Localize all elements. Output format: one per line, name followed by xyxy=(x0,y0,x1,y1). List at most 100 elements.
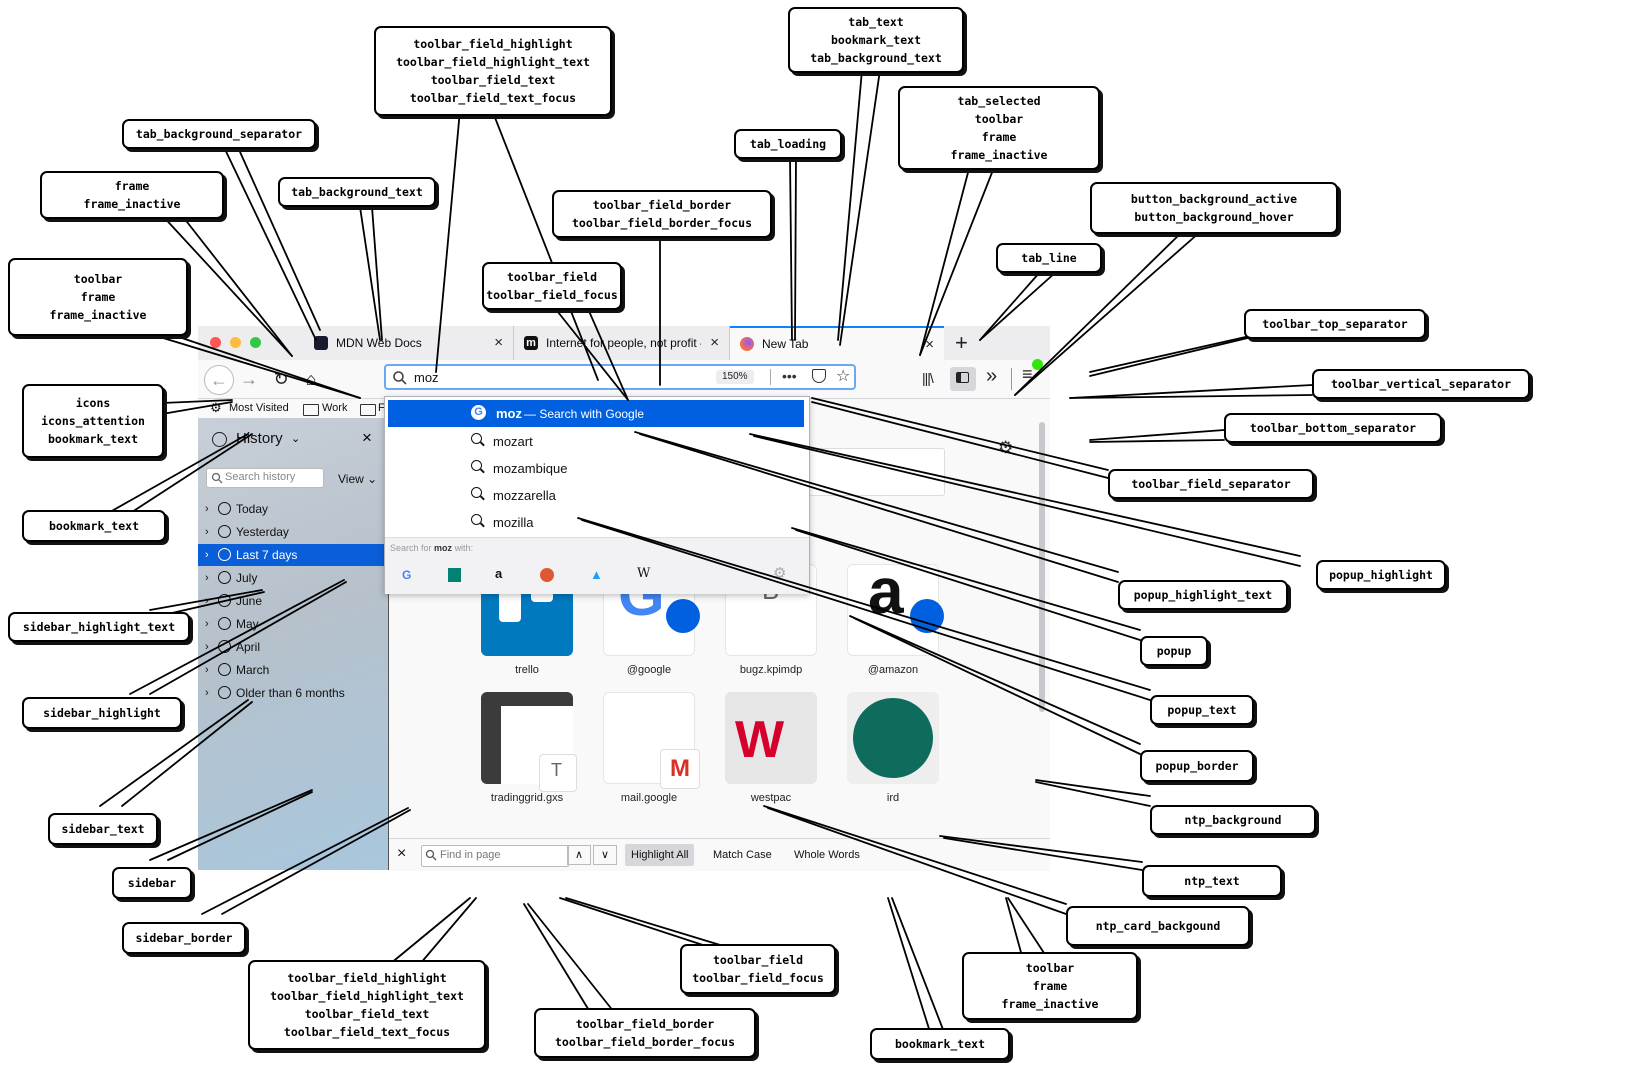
sidebar-toggle-button[interactable] xyxy=(950,367,976,391)
sidebar-title[interactable]: History xyxy=(236,430,283,447)
history-item-older[interactable]: ›Older than 6 months xyxy=(198,682,388,704)
wikipedia-engine-icon[interactable]: W xyxy=(637,566,651,581)
popup-row-highlighted[interactable]: G moz — Search with Google xyxy=(388,400,804,427)
folder-icon xyxy=(360,404,376,416)
bookmark-f[interactable]: F xyxy=(378,402,385,414)
history-item-last-7-days[interactable]: ›Last 7 days xyxy=(198,544,388,566)
chevron-right-icon: › xyxy=(205,572,209,584)
history-item-label: July xyxy=(236,571,258,585)
callout-label: toolbar_field xyxy=(506,270,597,284)
close-icon[interactable]: × xyxy=(494,334,503,351)
close-icon[interactable]: × xyxy=(710,334,719,351)
overflow-chevron-icon[interactable]: » xyxy=(986,365,998,387)
tile-mail-google[interactable]: M xyxy=(603,692,700,789)
history-item-march[interactable]: › March xyxy=(198,659,388,681)
callout-tab-loading: tab_loading xyxy=(734,129,842,159)
history-item-june[interactable]: ›June xyxy=(198,590,388,612)
find-previous-button[interactable]: ∧ xyxy=(567,845,591,865)
tab-new-tab[interactable]: New Tab × xyxy=(730,326,944,360)
callout-label: sidebar_highlight_text xyxy=(22,620,176,634)
search-history-input[interactable]: Search history xyxy=(206,468,324,488)
bing-engine-icon[interactable] xyxy=(448,568,461,582)
url-input-value[interactable]: moz xyxy=(414,370,439,385)
url-bar[interactable]: moz 150% ••• ☆ xyxy=(384,364,856,390)
window-close-button[interactable] xyxy=(210,337,221,348)
callout-label: popup_highlight xyxy=(1329,568,1433,582)
tile-label: @amazon xyxy=(867,664,919,676)
search-for-query: moz xyxy=(434,543,453,553)
history-item-yesterday[interactable]: ›Yesterday xyxy=(198,521,388,543)
chevron-right-icon: › xyxy=(205,549,209,561)
close-icon[interactable]: × xyxy=(925,336,934,353)
sidebar-close-button[interactable]: × xyxy=(362,428,372,447)
history-item-july[interactable]: › July xyxy=(198,567,388,589)
callout-label: popup_highlight_text xyxy=(1133,588,1273,602)
callout-label: bookmark_text xyxy=(47,432,138,446)
history-item-label: Older than 6 months xyxy=(236,686,345,700)
view-menu-button[interactable]: View ⌄ xyxy=(338,472,378,486)
match-case-button[interactable]: Match Case xyxy=(713,849,772,861)
callout-label: frame_inactive xyxy=(83,197,181,211)
callout-label: frame xyxy=(1032,979,1068,993)
history-item-today[interactable]: ›Today xyxy=(198,498,388,520)
search-settings-gear-icon[interactable]: ⚙ xyxy=(773,565,787,582)
callout-popup-highlight: popup_highlight xyxy=(1316,560,1446,590)
bookmark-work[interactable]: Work xyxy=(322,402,348,414)
history-item-label: March xyxy=(236,663,270,677)
history-sidebar: History ⌄ × Search history View ⌄ ›Today… xyxy=(198,418,389,870)
back-button[interactable]: ← xyxy=(204,365,234,395)
home-icon[interactable]: ⌂ xyxy=(305,368,317,389)
find-next-button[interactable]: ∨ xyxy=(593,845,617,865)
popup-row[interactable]: mozilla xyxy=(385,509,809,536)
callout-label: frame_inactive xyxy=(950,148,1048,162)
page-actions-icon[interactable]: ••• xyxy=(782,368,797,384)
update-badge-icon xyxy=(1032,359,1043,370)
amazon-engine-icon[interactable]: a xyxy=(495,566,503,581)
bookmark-star-icon[interactable]: ☆ xyxy=(836,368,851,385)
window-minimize-button[interactable] xyxy=(230,337,241,348)
google-engine-icon[interactable]: G xyxy=(402,568,412,582)
duckduckgo-engine-icon[interactable] xyxy=(540,568,554,582)
reload-button[interactable]: ↻ xyxy=(273,368,289,389)
new-tab-button[interactable]: + xyxy=(955,330,968,355)
forward-button[interactable]: → xyxy=(240,368,258,389)
ntp-settings-gear-icon[interactable]: ⚙ xyxy=(998,438,1014,457)
popup-row[interactable]: mozzarella xyxy=(385,482,809,509)
popup-row[interactable]: mozambique xyxy=(385,455,809,482)
bookmark-most-visited[interactable]: Most Visited xyxy=(229,402,289,414)
highlight-all-button[interactable]: Highlight All xyxy=(625,844,695,866)
history-item-label: June xyxy=(236,594,263,608)
callout-label: sidebar xyxy=(127,876,177,890)
find-in-page-input[interactable]: Find in page xyxy=(421,845,569,867)
find-placeholder: Find in page xyxy=(440,849,501,861)
search-history-placeholder: Search history xyxy=(225,471,296,483)
menu-icon[interactable]: ≡ xyxy=(1022,364,1033,384)
history-item-may[interactable]: ›May xyxy=(198,613,388,635)
tile-ird[interactable] xyxy=(847,692,939,784)
callout-label: popup xyxy=(1156,644,1192,658)
chevron-right-icon: › xyxy=(205,664,209,676)
tab-mozilla[interactable]: m Internet for people, not profit – × xyxy=(514,326,730,360)
popup-row[interactable]: mozart xyxy=(385,428,809,455)
tile-amazon[interactable]: a xyxy=(847,559,944,656)
find-close-button[interactable]: × xyxy=(397,845,407,862)
popup-suggestion: mozzarella xyxy=(493,488,556,503)
ntp-search-box[interactable] xyxy=(809,448,945,496)
search-badge-icon xyxy=(666,599,700,633)
tile-westpac[interactable]: W xyxy=(725,692,817,784)
window-zoom-button[interactable] xyxy=(250,337,261,348)
ntp-scrollbar[interactable] xyxy=(1039,422,1045,712)
zoom-indicator[interactable]: 150% xyxy=(716,370,754,384)
chevron-down-icon[interactable]: ⌄ xyxy=(291,433,301,445)
library-icon[interactable]: |||\ xyxy=(922,370,934,386)
search-badge-icon xyxy=(910,599,944,633)
callout-label: toolbar_bottom_separator xyxy=(1249,421,1417,435)
history-item-april[interactable]: ›April xyxy=(198,636,388,658)
tab-mdn[interactable]: MDN Web Docs × xyxy=(304,326,514,360)
pocket-icon[interactable] xyxy=(812,369,826,383)
clock-icon xyxy=(218,594,231,607)
twitter-engine-icon[interactable]: ▲ xyxy=(590,567,603,582)
whole-words-button[interactable]: Whole Words xyxy=(794,849,860,861)
tile-tradinggrid[interactable]: T xyxy=(481,692,577,792)
